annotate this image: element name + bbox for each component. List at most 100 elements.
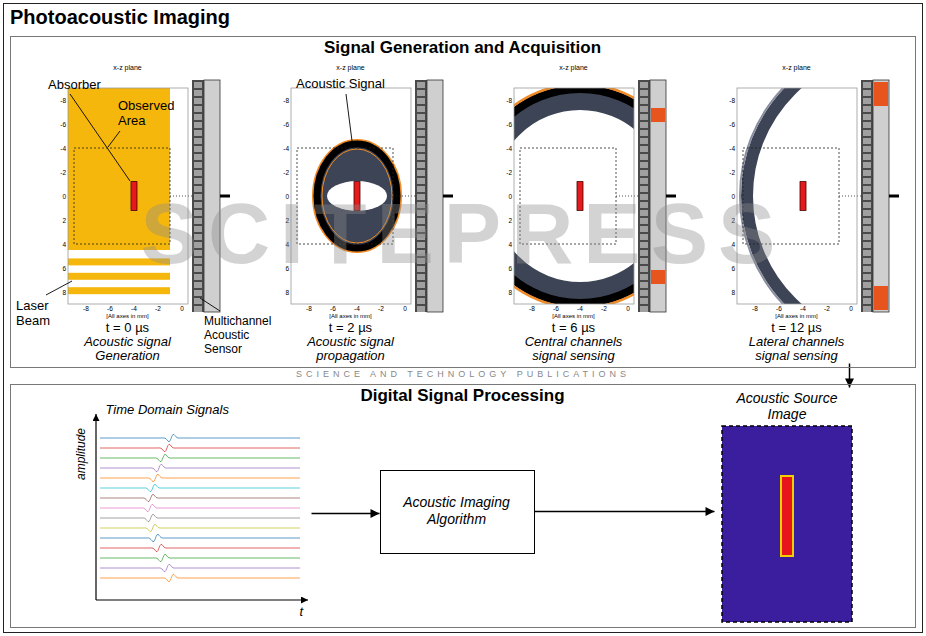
sensor-hit [651, 108, 665, 122]
process-label: Acoustic Imaging Algorithm [387, 494, 527, 528]
sensor-element [417, 226, 425, 232]
time-signal-trace [100, 514, 300, 521]
watermark: SCIENCE AND TECHNOLOGY PUBLICATIONS [0, 369, 926, 380]
sensor-element [194, 154, 202, 160]
tick-label: -4 [275, 145, 289, 152]
tick-label: 0 [52, 193, 66, 200]
sensor-element [194, 138, 202, 144]
time-stamp: t = 0 µs [63, 320, 193, 335]
sensor-element [863, 162, 871, 168]
sensor-element [194, 186, 202, 192]
sensor-element [194, 258, 202, 264]
acquisition-panel: Signal Generation and Acquisitionx-z pla… [10, 36, 916, 368]
sensor-element [640, 154, 648, 160]
sensor-element [417, 274, 425, 280]
tick-label: -8 [498, 97, 512, 104]
sensor-element [640, 178, 648, 184]
callout-label: Absorber [48, 77, 101, 93]
sensor-element [417, 98, 425, 104]
tick-label: 4 [498, 241, 512, 248]
axis-label: amplitude [74, 427, 88, 479]
sensor-element [417, 170, 425, 176]
sensor-element [417, 282, 425, 288]
simulation-frame: x-z plane[All axes in mm]t = 6 µsCentral… [499, 64, 677, 364]
tick-label: -4 [498, 145, 512, 152]
sensor-element [863, 242, 871, 248]
diagram-title: Photoacoustic Imaging [10, 5, 230, 29]
stage-caption: Lateral channels signal sensing [732, 335, 862, 363]
time-signal-trace [100, 484, 300, 491]
leader-line [70, 94, 130, 181]
amplitude-axis [95, 414, 96, 600]
tick-label: 2 [52, 217, 66, 224]
sensor-element [640, 90, 648, 96]
sensor-element [863, 298, 871, 304]
simulation-frame: x-z plane[All axes in mm]t = 2 µsAcousti… [276, 64, 454, 364]
sensor-element [194, 162, 202, 168]
sensor-element [863, 306, 871, 312]
sensor-element-strip [415, 80, 427, 312]
tick-label: -2 [275, 169, 289, 176]
simulation-frame: x-z plane[All axes in mm]t = 0 µsAcousti… [53, 64, 231, 364]
sensor-element [417, 138, 425, 144]
sensor-element [417, 266, 425, 272]
sensor-element [640, 218, 648, 224]
sensor-element [640, 186, 648, 192]
sensor-element [417, 242, 425, 248]
tick-label: 8 [275, 289, 289, 296]
sensor-element [417, 82, 425, 88]
sensor-element [194, 98, 202, 104]
sensor-element [640, 298, 648, 304]
sensor-element [194, 90, 202, 96]
sensor-element [194, 114, 202, 120]
wave-field [514, 88, 634, 304]
sensor-element [863, 106, 871, 112]
tick-label: 6 [52, 265, 66, 272]
time-signal-trace [100, 574, 300, 581]
sensor-element [863, 218, 871, 224]
stage-caption: Acoustic signal propagation [286, 335, 416, 363]
sensor-element [863, 274, 871, 280]
sensor-element [863, 258, 871, 264]
sensor-element [640, 282, 648, 288]
sensor-element [863, 226, 871, 232]
stage-caption: Central channels signal sensing [509, 335, 639, 363]
time-signal-trace [100, 534, 300, 541]
sensor-element [640, 266, 648, 272]
tick-label: -4 [793, 305, 813, 312]
sensor-element-strip [638, 80, 650, 312]
sensor-element [640, 274, 648, 280]
wavefront-outer-rim [514, 88, 634, 304]
tick-label: 0 [275, 193, 289, 200]
tick-label: -8 [299, 305, 319, 312]
tick-label: 2 [721, 217, 735, 224]
callout-label: Observed Area [118, 98, 182, 128]
reconstructed-absorber [781, 476, 793, 556]
axis-dotted-line [170, 196, 192, 197]
processing-panel: Digital Signal ProcessingTime Domain Sig… [10, 384, 916, 628]
axis-label: t [300, 604, 304, 620]
tick-label: -8 [76, 305, 96, 312]
sensor-hit [651, 270, 665, 284]
sensor-element [417, 306, 425, 312]
sensor-element [863, 178, 871, 184]
plot-title: x-z plane [68, 64, 188, 72]
sensor-element [640, 210, 648, 216]
time-axis [96, 599, 308, 600]
sensor-element [194, 306, 202, 312]
sensor-element [640, 98, 648, 104]
time-signal-trace [100, 434, 300, 441]
axis-dotted-line [616, 196, 638, 197]
tick-label: -2 [52, 169, 66, 176]
sensor-element [417, 234, 425, 240]
time-stamp: t = 12 µs [732, 320, 862, 335]
plot-frame [737, 88, 857, 304]
wavefront-inner-rim [322, 149, 392, 243]
sensor-housing [650, 80, 666, 312]
tick-label: -6 [769, 305, 789, 312]
tick-label: -8 [52, 97, 66, 104]
sensor-element [863, 186, 871, 192]
wave-center-lens [327, 181, 387, 211]
tick-label: 4 [721, 241, 735, 248]
simulation-plot [468, 80, 692, 312]
